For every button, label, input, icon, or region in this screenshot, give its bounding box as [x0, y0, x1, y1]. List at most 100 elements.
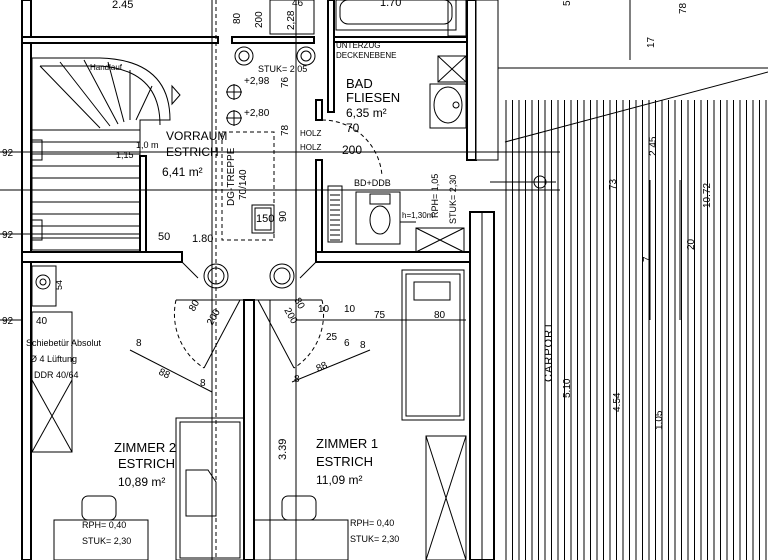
dim-left-92c: 92	[2, 316, 14, 327]
dg-treppe-label: DG-TREPPE	[226, 147, 237, 206]
sink	[429, 83, 467, 129]
stair-winder	[135, 85, 153, 121]
carport-20: 20	[686, 238, 697, 250]
carport-7: 7	[642, 256, 653, 262]
treppe-size: 70/140	[238, 169, 249, 200]
stuk-205: STUK= 2,05	[258, 64, 307, 74]
carport-105: 1.05	[654, 410, 665, 430]
vorraum-name: VORRAUM	[166, 129, 227, 143]
doors	[173, 263, 325, 369]
vorraum-finish: ESTRICH	[166, 145, 219, 159]
dim-200a: 200	[254, 11, 265, 28]
holz-1: HOLZ	[300, 129, 321, 138]
stair-winder	[107, 61, 125, 123]
dim-90: 90	[278, 210, 289, 222]
stair-winder	[39, 65, 101, 129]
stair-winder	[59, 61, 111, 127]
bed-zimmer2	[175, 417, 245, 560]
top-fixtures	[269, 0, 467, 37]
dim-top-170: 1.70	[380, 0, 401, 9]
exterior-walls	[21, 0, 499, 560]
desk-zimmer1	[253, 519, 349, 560]
zimmer2-area: 10,89 m²	[118, 475, 165, 489]
vorraum-area: 6,41 m²	[162, 165, 203, 179]
diag-8-right-2: 8	[360, 340, 366, 351]
dim-40: 40	[36, 316, 48, 327]
height-298: +2,98	[244, 76, 270, 87]
door-leaf-zimmer2	[203, 299, 241, 369]
deckenebene-line1: UNTERZUG	[336, 41, 380, 50]
radiator	[327, 185, 343, 243]
dim-78: 78	[280, 124, 291, 136]
m-10: 1,0 m	[136, 140, 159, 150]
zimmer1-finish: ESTRICH	[316, 454, 373, 469]
carport-label: CARPORT	[543, 321, 555, 382]
diag-88-left: 88	[157, 367, 172, 382]
bad-name: BAD	[346, 76, 373, 91]
height-280: +2,80	[244, 108, 270, 119]
wardrobe-zimmer1	[425, 435, 467, 560]
schiebetuer-2: Ø 4 Lüftung	[30, 354, 77, 364]
dim-76: 76	[280, 76, 291, 88]
rph-bad: RPH= 1,05	[430, 174, 440, 218]
carport-1072: 10.72	[702, 183, 713, 208]
dim-50: 50	[158, 231, 170, 243]
furniture	[53, 269, 467, 560]
schiebetuer-1: Schiebetür Absolut	[26, 338, 102, 348]
dim-180: 1.80	[192, 233, 213, 245]
dim-54: 54	[54, 280, 64, 290]
diag-8-left-2: 8	[200, 378, 206, 389]
bd-db: BD+DDB	[354, 178, 391, 188]
stair-winder	[83, 59, 119, 125]
dim-left-92a: 92	[2, 148, 14, 159]
dim-200b: 200	[342, 143, 362, 157]
carport-dimension-texts: 17 78 5 2.45 73 10.72 7 20 5.10 4.54 1.0…	[543, 0, 713, 430]
dimension-lines	[0, 0, 681, 560]
carport-510: 5.10	[562, 378, 573, 398]
h-130: h=1,30m	[402, 211, 434, 220]
stuk-z1: STUK= 2,30	[350, 534, 399, 544]
east-wall-upper	[466, 0, 477, 161]
staircase	[31, 57, 181, 251]
dim-6: 6	[344, 338, 350, 349]
wall-bad-zimmer1	[315, 251, 471, 263]
door-tag-left	[203, 263, 229, 289]
holz-2: HOLZ	[300, 143, 321, 152]
dim-150: 150	[256, 213, 274, 225]
dim-10a: 10	[318, 304, 330, 315]
annotations: Handlauf UNTERZUG DECKENEBENE DG-TREPPE …	[26, 41, 458, 546]
door-tag-right	[269, 263, 295, 289]
dim-left-92b: 92	[2, 230, 14, 241]
dim-80a: 80	[232, 12, 243, 24]
door-leaf-zimmer1	[257, 299, 295, 369]
dim-25: 25	[326, 332, 338, 343]
toilet	[369, 205, 391, 235]
dim-75: 75	[374, 310, 386, 321]
dim-46: 46	[292, 0, 304, 9]
bed-zimmer1	[401, 269, 465, 421]
dg-treppe-outline	[221, 131, 275, 241]
carport-245: 2.45	[648, 136, 659, 156]
zimmer2-name: ZIMMER 2	[114, 440, 176, 455]
carport-78: 78	[678, 2, 689, 14]
dim-339: 3.39	[277, 439, 289, 460]
room-labels: BAD FLIESEN 6,35 m² VORRAUM ESTRICH 6,41…	[114, 76, 400, 489]
bad-fixtures	[321, 55, 467, 253]
zimmer2-finish: ESTRICH	[118, 456, 175, 471]
diag-8-right-1: 8	[294, 374, 300, 385]
schiebetuer-3: DDR 40/64	[34, 370, 79, 380]
chair-zimmer2	[81, 495, 117, 521]
zimmer1-name: ZIMMER 1	[316, 436, 378, 451]
carport-roof-hatch	[498, 67, 768, 560]
rph-z2: RPH= 0,40	[82, 520, 126, 530]
bad-finish: FLIESEN	[346, 90, 400, 105]
carport-73: 73	[608, 178, 619, 190]
wall-zimmer2-zimmer1	[243, 299, 255, 560]
carport-454: 4.54	[612, 392, 623, 412]
wall-stair-zimmer2	[21, 251, 183, 263]
dimension-texts: 2.45 1.70 80 200 46 2,28 76 STUK= 2,05 +…	[2, 0, 446, 460]
carport-17: 17	[646, 36, 657, 48]
deckenebene-line2: DECKENEBENE	[336, 51, 396, 60]
